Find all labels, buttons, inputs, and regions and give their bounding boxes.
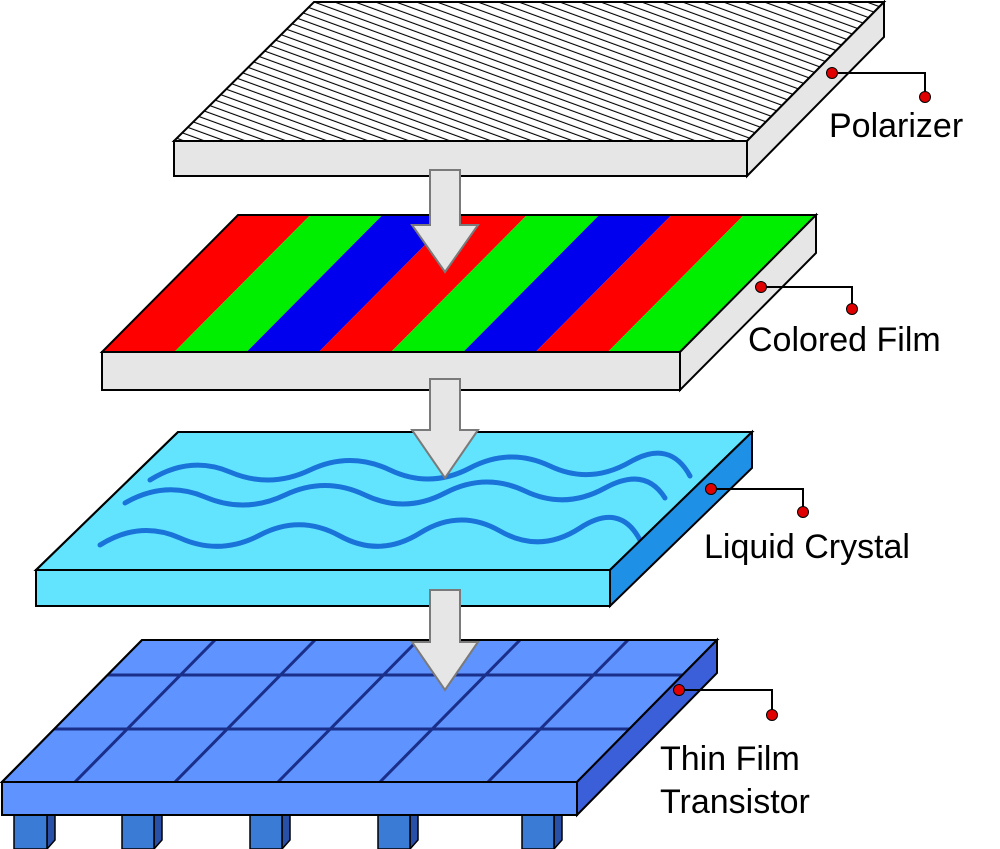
liquid-crystal-layer xyxy=(33,429,755,609)
callout-dot-icon xyxy=(919,91,931,103)
colored-film-side-edge xyxy=(679,212,817,393)
callout-colored-film: Colored Film xyxy=(748,281,941,359)
tft-grid xyxy=(2,640,717,782)
color-stripe xyxy=(535,215,744,352)
down-arrow-icon xyxy=(410,169,480,274)
callout-dot-icon xyxy=(826,67,838,79)
thin-film-transistor-label-line1: Thin Film xyxy=(660,740,800,778)
callout-thin-film-transistor: Thin Film Transistor xyxy=(660,684,810,821)
callout-liquid-crystal: Liquid Crystal xyxy=(704,483,910,566)
callout-dot-icon xyxy=(705,483,717,495)
down-arrow-icon xyxy=(410,589,480,692)
liquid-waves xyxy=(97,450,693,549)
tft-side-edge xyxy=(576,637,718,818)
color-stripes xyxy=(102,215,816,352)
polarizer-label: Polarizer xyxy=(829,107,963,145)
color-stripe xyxy=(318,215,527,352)
thin-film-transistor-label-line2: Transistor xyxy=(660,783,810,821)
thin-film-transistor-layer xyxy=(0,637,720,818)
colored-film-front-edge xyxy=(101,351,681,391)
liquid-front-edge xyxy=(35,569,611,607)
color-stripe xyxy=(174,215,383,352)
callout-dot-icon xyxy=(846,303,858,315)
polarizer-side-edge xyxy=(746,0,885,179)
liquid-crystal-label: Liquid Crystal xyxy=(704,528,910,566)
color-stripe xyxy=(463,215,672,352)
color-stripe xyxy=(102,215,311,352)
callout-dot-icon xyxy=(766,709,778,721)
down-arrow-icon xyxy=(410,378,480,480)
colored-film-layer xyxy=(99,212,819,393)
callout-polarizer: Polarizer xyxy=(826,67,963,145)
polarizer-layer xyxy=(171,0,887,179)
color-stripe xyxy=(246,215,455,352)
color-stripe xyxy=(391,215,600,352)
liquid-side-edge xyxy=(609,429,753,609)
callout-dot-icon xyxy=(755,281,767,293)
callout-dot-icon xyxy=(673,684,685,696)
callout-dot-icon xyxy=(797,506,809,518)
colored-film-label: Colored Film xyxy=(748,321,941,359)
color-stripe xyxy=(607,215,816,352)
tft-front-edge xyxy=(1,781,578,816)
